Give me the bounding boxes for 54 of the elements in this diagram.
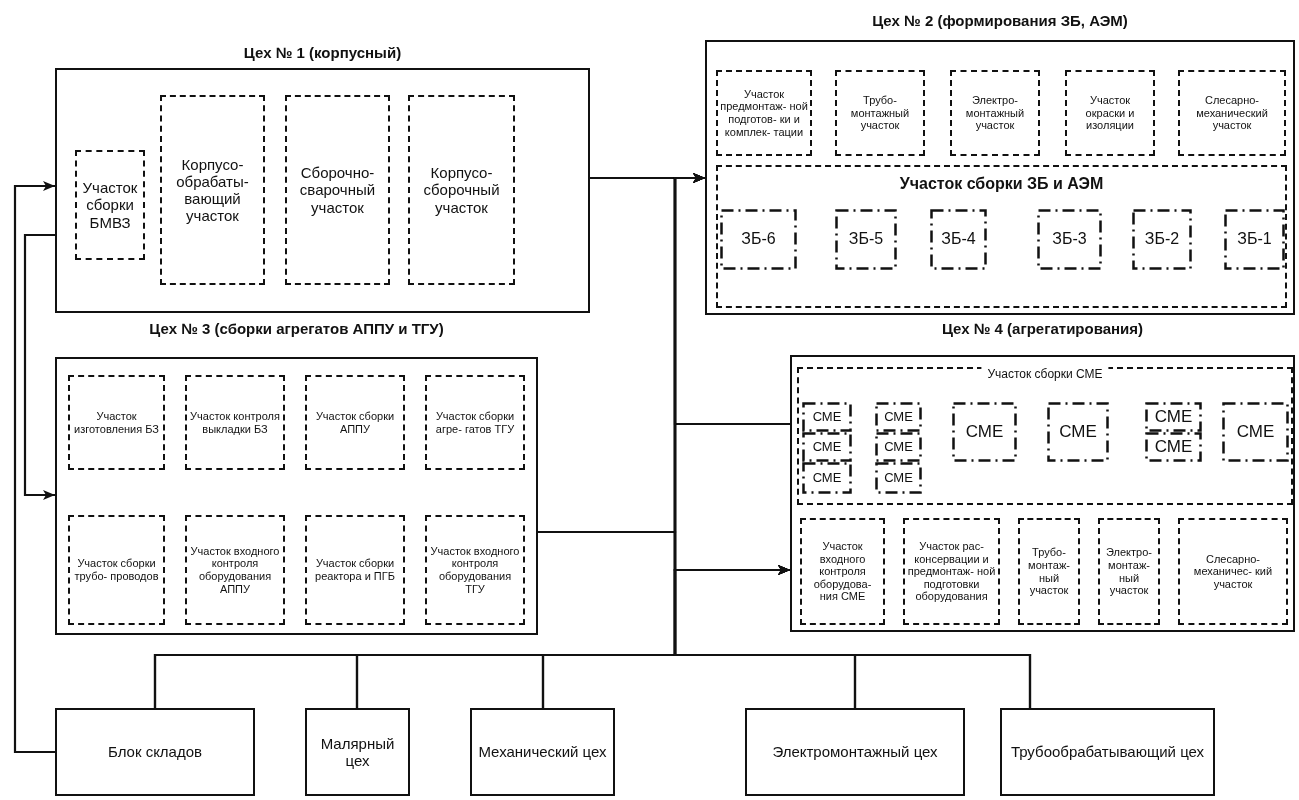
section-box: Участок сборки БМВЗ (75, 150, 145, 260)
workshop-box: Малярный цех (305, 708, 410, 796)
section-box: Участок входного контроля оборудова- ния СМЕ (800, 518, 885, 625)
unit-box: ЗБ-5 (835, 209, 897, 270)
unit-box: СМЕ (802, 432, 852, 462)
workshop-box: Электромонтажный цех (745, 708, 965, 796)
section-box: Участок сборки АППУ (305, 375, 405, 470)
section-frame (797, 367, 1293, 505)
unit-box: СМЕ (875, 432, 922, 462)
unit-box: СМЕ (802, 462, 852, 494)
unit-box: ЗБ-2 (1132, 209, 1192, 270)
workshop-box: Механический цех (470, 708, 615, 796)
unit-box: ЗБ-6 (720, 209, 797, 270)
section-box: Участок входного контроля оборудования ТГУ (425, 515, 525, 625)
connector-arrow (13, 181, 55, 754)
section-box: Трубо- монтажный участок (835, 70, 925, 156)
section-box: Электро- монтажный участок (950, 70, 1040, 156)
section-box: Участок предмонтаж- ной подготов- ки и комплек- тации (716, 70, 812, 156)
section-box: Участок сборки агре- гатов ТГУ (425, 375, 525, 470)
unit-box: СМЕ (1145, 432, 1202, 462)
section-box: Участок сборки трубо- проводов (68, 515, 165, 625)
section-box: Электро- монтаж- ный участок (1098, 518, 1160, 625)
section-box: Участок окраски и изоляции (1065, 70, 1155, 156)
section-box: Трубо- монтаж- ный участок (1018, 518, 1080, 625)
section-box: Сборочно- сварочный участок (285, 95, 390, 285)
section-title: Участок сборки СМЕ (981, 367, 1109, 381)
unit-box: СМЕ (1222, 402, 1289, 462)
unit-box: СМЕ (952, 402, 1017, 462)
unit-box: СМЕ (875, 402, 922, 432)
section-box: Слесарно- механичес- кий участок (1178, 518, 1288, 625)
workshop-title: Цех № 1 (корпусный) (242, 44, 403, 61)
section-box: Участок сборки реактора и ПГБ (305, 515, 405, 625)
connector-arrow (23, 233, 55, 500)
workshop-title: Цех № 4 (агрегатирования) (940, 320, 1145, 337)
unit-box: СМЕ (802, 402, 852, 432)
section-box: Слесарно- механический участок (1178, 70, 1286, 156)
connector-arrow (673, 565, 1032, 708)
section-frame (716, 165, 1287, 308)
workshop-title: Цех № 2 (формирования ЗБ, АЭМ) (871, 12, 1129, 29)
section-box: Участок изготовления БЗ (68, 375, 165, 470)
section-box: Участок контроля выкладки БЗ (185, 375, 285, 470)
section-box: Участок входного контроля оборудования АППУ (185, 515, 285, 625)
section-box: Участок рас- консервации и предмонтаж- ной подготовки оборудования (903, 518, 1000, 625)
unit-box: ЗБ-3 (1037, 209, 1102, 270)
workshop-title: Цех № 3 (сборки агрегатов АППУ и ТГУ) (148, 320, 445, 337)
unit-box: ЗБ-1 (1224, 209, 1285, 270)
unit-box: ЗБ-4 (930, 209, 987, 270)
unit-box: СМЕ (1047, 402, 1109, 462)
section-box: Корпусо- обрабаты- вающий участок (160, 95, 265, 285)
workshop-box: Блок складов (55, 708, 255, 796)
section-box: Корпусо- сборочный участок (408, 95, 515, 285)
workshop-box: Трубообрабатывающий цех (1000, 708, 1215, 796)
unit-box: СМЕ (875, 462, 922, 494)
unit-box: СМЕ (1145, 402, 1202, 432)
